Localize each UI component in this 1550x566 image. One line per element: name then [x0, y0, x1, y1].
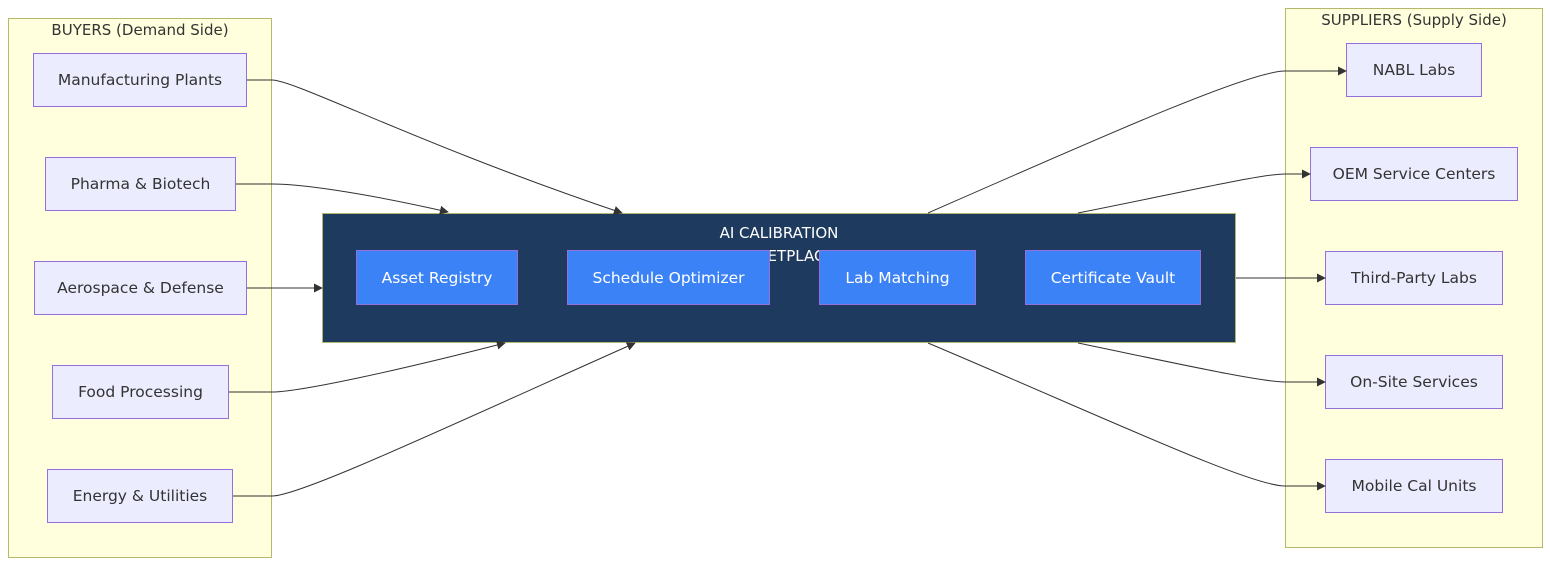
buyer-food-processing: Food Processing	[52, 365, 229, 419]
edge-hub-to-mobile	[927, 342, 1326, 491]
edge-hub-to-nabl	[927, 66, 1347, 214]
supplier-oem-service-centers: OEM Service Centers	[1310, 147, 1518, 201]
buyer-manufacturing-plants: Manufacturing Plants	[33, 53, 247, 107]
buyer-aerospace-defense: Aerospace & Defense	[34, 261, 247, 315]
edge-manufacturing-to-hub	[247, 79, 623, 215]
marketplace-title: AI CALIBRATION MARKETPLACE	[323, 222, 1235, 265]
supplier-third-party-labs: Third-Party Labs	[1325, 251, 1503, 305]
edge-hub-to-oem	[1077, 169, 1311, 214]
buyer-pharma-biotech: Pharma & Biotech	[45, 157, 236, 211]
module-certificate-vault: Certificate Vault	[1025, 250, 1201, 305]
module-schedule-optimizer: Schedule Optimizer	[567, 250, 770, 305]
supplier-nabl-labs: NABL Labs	[1346, 43, 1482, 97]
suppliers-group-title: SUPPLIERS (Supply Side)	[1321, 11, 1507, 29]
buyer-energy-utilities: Energy & Utilities	[47, 469, 233, 523]
supplier-mobile-cal-units: Mobile Cal Units	[1325, 459, 1503, 513]
module-asset-registry: Asset Registry	[356, 250, 518, 305]
module-lab-matching: Lab Matching	[819, 250, 976, 305]
edge-energy-to-hub	[233, 342, 636, 497]
buyers-group-title: BUYERS (Demand Side)	[51, 21, 229, 39]
supplier-on-site-services: On-Site Services	[1325, 355, 1503, 409]
marketplace-title-line1: AI CALIBRATION	[719, 224, 839, 242]
